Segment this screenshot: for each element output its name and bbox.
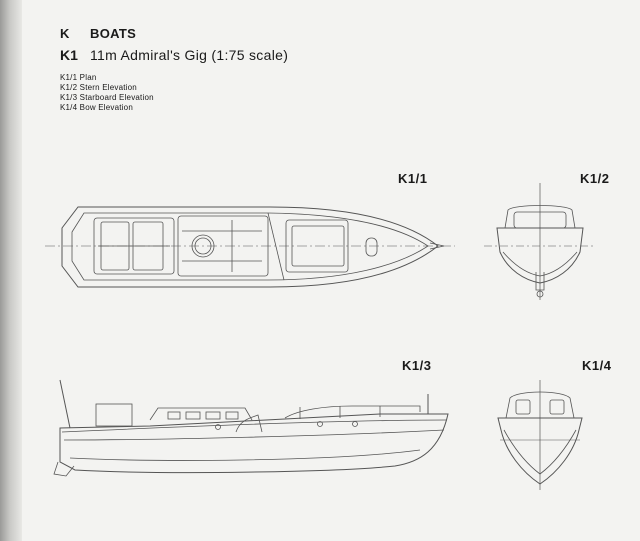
starboard-label: K1/3 bbox=[402, 358, 432, 373]
contents-item: K1/3 Starboard Elevation bbox=[60, 93, 154, 102]
plan-label: K1/1 bbox=[398, 171, 428, 186]
bow-elevation-drawing bbox=[497, 380, 583, 490]
section-code: K bbox=[60, 26, 70, 41]
page-gutter-shadow bbox=[0, 0, 22, 541]
contents-item: K1/2 Stern Elevation bbox=[60, 83, 137, 92]
subtitle-code: K1 bbox=[60, 47, 78, 63]
contents-list: K1/1 Plan K1/2 Stern Elevation K1/3 Star… bbox=[60, 73, 288, 113]
stern-label: K1/2 bbox=[580, 171, 610, 186]
contents-item: K1/4 Bow Elevation bbox=[60, 103, 133, 112]
bow-label: K1/4 bbox=[582, 358, 612, 373]
section-heading: K BOATS bbox=[60, 26, 288, 41]
plan-view-drawing bbox=[45, 206, 455, 288]
stern-elevation-drawing bbox=[484, 183, 596, 300]
page-header: K BOATS K1 11m Admiral's Gig (1:75 scale… bbox=[60, 26, 288, 113]
contents-item: K1/1 Plan bbox=[60, 73, 97, 82]
subtitle: 11m Admiral's Gig (1:75 scale) bbox=[90, 47, 289, 63]
section-title: BOATS bbox=[90, 26, 137, 41]
subsection-heading: K1 11m Admiral's Gig (1:75 scale) bbox=[60, 47, 288, 63]
starboard-elevation-drawing bbox=[53, 379, 449, 477]
